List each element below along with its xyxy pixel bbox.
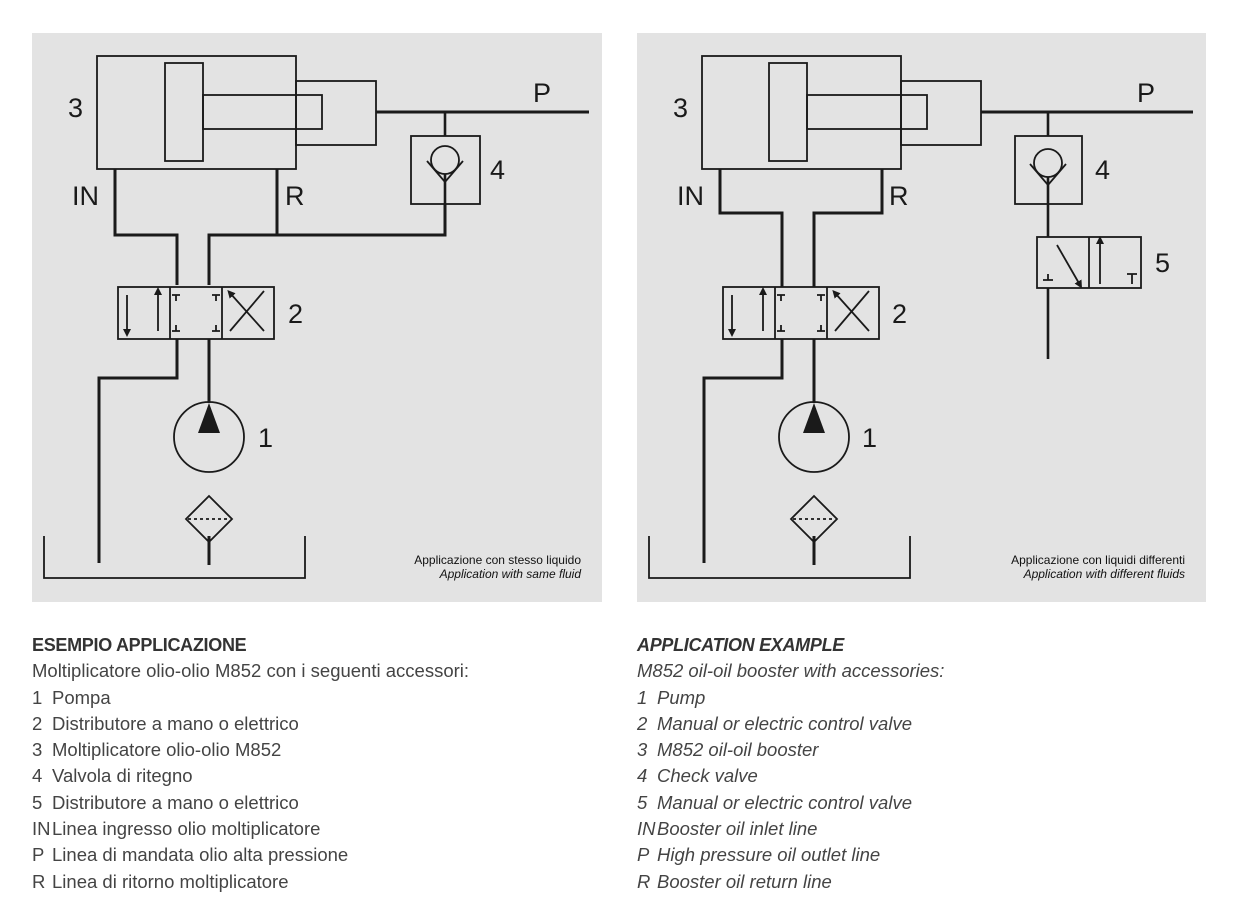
legend-text: Manual or electric control valve	[657, 791, 912, 813]
legend-key: R	[637, 870, 651, 892]
legend-item: 3 Moltiplicatore olio-olio M852	[32, 737, 592, 763]
legend-italian: ESEMPIO APPLICAZIONE Moltiplicatore olio…	[32, 632, 592, 895]
legend-key: 4	[637, 765, 648, 787]
legend-item: INBooster oil inlet line	[637, 816, 1197, 842]
legend-english: APPLICATION EXAMPLE M852 oil-oil booster…	[637, 632, 1197, 895]
legend-key: 5	[32, 791, 43, 813]
second-control-valve-symbol	[1036, 236, 1142, 359]
legend-item: P High pressure oil outlet line	[637, 842, 1197, 868]
caption-italian: Applicazione con stesso liquido	[414, 553, 581, 567]
caption-english: Application with same fluid	[439, 567, 581, 581]
hydraulic-schematic-different-fluids: 3 P IN R 4 5 2 1	[648, 55, 1193, 579]
legend-key: 1	[32, 686, 43, 708]
legend-key: P	[637, 844, 650, 866]
legend-text: Booster oil return line	[657, 870, 832, 892]
diagram-caption: Applicazione con liquidi differenti Appl…	[1011, 553, 1185, 581]
legend-item: 4 Check valve	[637, 763, 1197, 789]
label-inlet: IN	[72, 181, 99, 211]
check-valve-symbol	[1014, 112, 1083, 237]
legend-text: Distributore a mano o elettrico	[52, 712, 299, 734]
legend-item: 3 M852 oil-oil booster	[637, 737, 1197, 763]
legend-text: Linea ingresso olio moltiplicatore	[52, 818, 321, 840]
pump-symbol	[778, 401, 850, 473]
connecting-lines	[97, 169, 447, 565]
legend-text: High pressure oil outlet line	[657, 844, 881, 866]
label-check-valve: 4	[1095, 155, 1110, 185]
legend-text: Linea di mandata olio alta pressione	[52, 844, 349, 866]
legend-item: R Booster oil return line	[637, 869, 1197, 895]
legend-heading: APPLICATION EXAMPLE	[637, 635, 844, 655]
legend-item: 1 Pump	[637, 685, 1197, 711]
label-second-valve: 5	[1155, 248, 1170, 278]
legend-key: 2	[637, 712, 648, 734]
label-control-valve: 2	[892, 299, 907, 329]
hydraulic-schematic-same-fluid: 3 P IN R 4 2 1	[43, 55, 589, 579]
label-return: R	[889, 181, 909, 211]
pump-symbol	[173, 401, 245, 473]
label-control-valve: 2	[288, 299, 303, 329]
tank-symbol	[648, 536, 911, 579]
label-booster: 3	[68, 93, 83, 123]
legend-text: Pompa	[52, 686, 111, 708]
label-pressure-line: P	[1137, 78, 1155, 108]
legend-item: R Linea di ritorno moltiplicatore	[32, 869, 592, 895]
legend-item: 4 Valvola di ritegno	[32, 763, 592, 789]
legend-text: M852 oil-oil booster	[657, 739, 819, 761]
booster-symbol	[701, 55, 982, 170]
legend-key: IN	[32, 818, 51, 840]
legend-key: 5	[637, 791, 648, 813]
filter-symbol	[184, 494, 234, 544]
caption-italian: Applicazione con liquidi differenti	[1011, 553, 1185, 567]
legend-key: 1	[637, 686, 648, 708]
label-pump: 1	[258, 423, 273, 453]
legend-heading: ESEMPIO APPLICAZIONE	[32, 635, 247, 655]
legend-key: 2	[32, 712, 43, 734]
legend-key: R	[32, 870, 46, 892]
legend-item: 5 Manual or electric control valve	[637, 790, 1197, 816]
legend-text: Valvola di ritegno	[52, 765, 193, 787]
caption-english: Application with different fluids	[1023, 567, 1185, 581]
filter-symbol	[789, 494, 839, 544]
legend-text: Distributore a mano o elettrico	[52, 791, 299, 813]
legend-item: 5 Distributore a mano o elettrico	[32, 790, 592, 816]
label-return: R	[285, 181, 305, 211]
legend-intro: Moltiplicatore olio-olio M852 con i segu…	[32, 660, 470, 682]
legend-text: Moltiplicatore olio-olio M852	[52, 739, 282, 761]
control-valve-symbol	[722, 286, 880, 340]
booster-symbol	[96, 55, 377, 170]
label-pressure-line: P	[533, 78, 551, 108]
control-valve-symbol	[117, 286, 275, 340]
diagram-panel-different-fluids: 3 P IN R 4 5 2 1 Applicazione con liquid…	[637, 33, 1206, 602]
label-pump: 1	[862, 423, 877, 453]
legend-text: Booster oil inlet line	[657, 818, 818, 840]
legend-text: Manual or electric control valve	[657, 712, 912, 734]
legend-key: 3	[32, 739, 43, 761]
check-valve-symbol	[410, 112, 481, 205]
legend-item: P Linea di mandata olio alta pressione	[32, 842, 592, 868]
legend-intro: M852 oil-oil booster with accessories:	[637, 660, 945, 682]
legend-text: Pump	[657, 686, 706, 708]
label-inlet: IN	[677, 181, 704, 211]
legend-item: 2 Manual or electric control valve	[637, 711, 1197, 737]
label-check-valve: 4	[490, 155, 505, 185]
diagram-caption: Applicazione con stesso liquido Applicat…	[414, 553, 581, 581]
connecting-lines	[702, 169, 884, 565]
legend-key: P	[32, 844, 45, 866]
legend-key: 3	[637, 739, 648, 761]
legend-item: 1 Pompa	[32, 685, 592, 711]
legend-item: INLinea ingresso olio moltiplicatore	[32, 816, 592, 842]
tank-symbol	[43, 536, 306, 579]
legend-text: Linea di ritorno moltiplicatore	[52, 870, 289, 892]
label-booster: 3	[673, 93, 688, 123]
legend-item: 2 Distributore a mano o elettrico	[32, 711, 592, 737]
diagram-panel-same-fluid: 3 P IN R 4 2 1 Applicazione con stesso l…	[32, 33, 602, 602]
legend-key: 4	[32, 765, 43, 787]
legend-key: IN	[637, 818, 656, 840]
legend-text: Check valve	[657, 765, 758, 787]
